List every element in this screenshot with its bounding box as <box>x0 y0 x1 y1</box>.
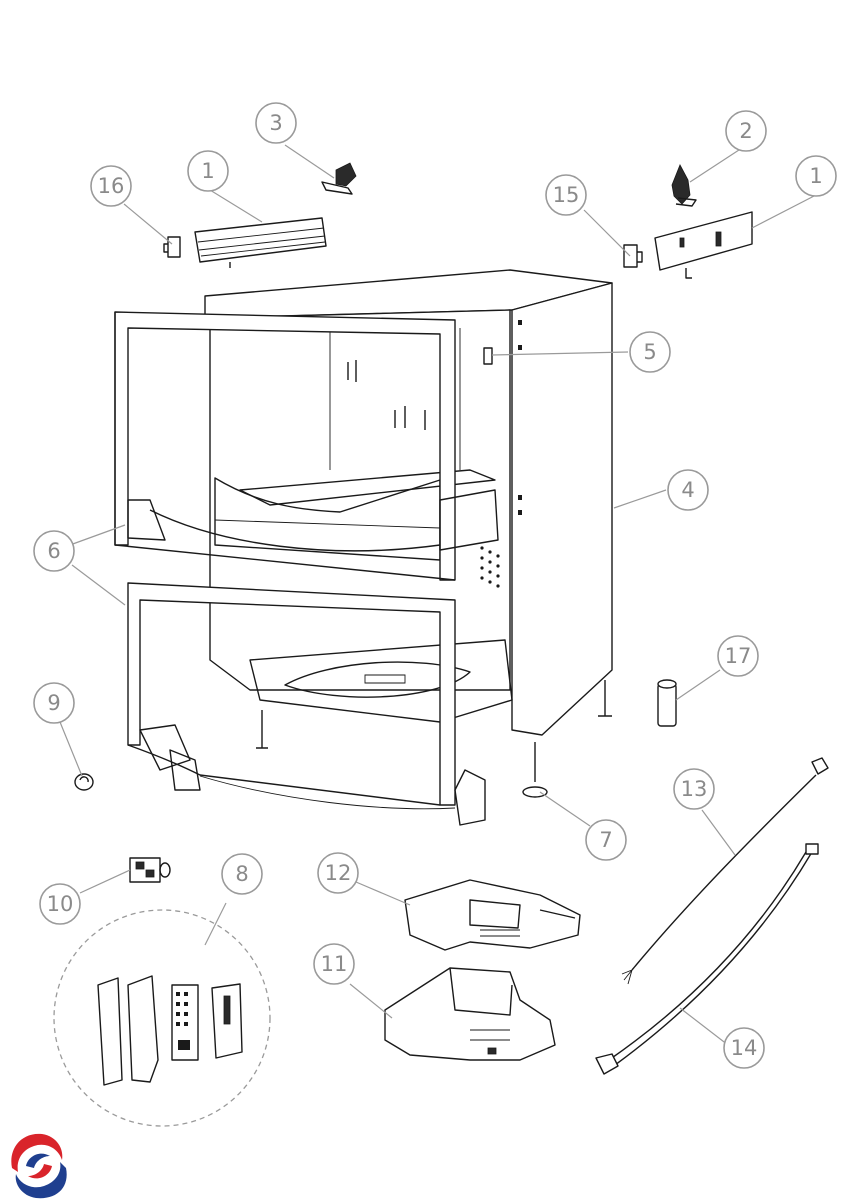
hinge-bracket-right <box>671 164 697 207</box>
callout-4: 4 <box>667 469 709 511</box>
cabinet-frame <box>204 269 613 749</box>
callout-8: 8 <box>221 853 263 895</box>
end-cap-left <box>163 236 181 258</box>
svg-text:17: 17 <box>725 644 752 668</box>
callout-5: 5 <box>629 331 671 373</box>
callout-3: 3 <box>255 102 297 144</box>
svg-text:10: 10 <box>47 892 74 916</box>
svg-text:1: 1 <box>809 164 822 188</box>
svg-text:1: 1 <box>201 159 214 183</box>
end-cap-right <box>623 244 643 268</box>
callout-13: 13 <box>673 768 715 810</box>
svg-text:15: 15 <box>553 183 580 207</box>
callout-1a: 1 <box>187 150 229 192</box>
svg-text:12: 12 <box>325 861 352 885</box>
door-switch <box>129 857 171 883</box>
leveling-foot <box>522 742 548 798</box>
svg-text:7: 7 <box>599 828 612 852</box>
spacer-tube <box>657 679 677 727</box>
connector-clip <box>483 347 493 365</box>
callout-14: 14 <box>723 1027 765 1069</box>
upper-drawer-front-frame <box>114 311 499 581</box>
callout-2: 2 <box>725 110 767 152</box>
lower-drawer-front-frame <box>127 582 486 826</box>
hinge-bracket-left <box>321 162 357 195</box>
upper-rail-left <box>194 217 327 268</box>
drain-hose <box>595 843 819 1075</box>
callout-17: 17 <box>717 635 759 677</box>
svg-text:9: 9 <box>47 691 60 715</box>
svg-text:14: 14 <box>731 1036 758 1060</box>
callout-10: 10 <box>39 883 81 925</box>
svg-text:3: 3 <box>269 111 282 135</box>
brand-swirl-logo <box>11 1133 67 1199</box>
electronic-control-kit <box>53 909 271 1127</box>
callout-11: 11 <box>313 943 355 985</box>
svg-text:11: 11 <box>321 952 348 976</box>
upper-rail-right <box>654 211 753 279</box>
callout-6: 6 <box>33 530 75 572</box>
callout-16: 16 <box>90 165 132 207</box>
callout-1b: 1 <box>795 155 837 197</box>
svg-text:4: 4 <box>681 478 694 502</box>
svg-text:5: 5 <box>643 340 656 364</box>
power-cord <box>621 757 829 985</box>
svg-text:2: 2 <box>739 119 752 143</box>
control-housing-lower <box>384 967 556 1061</box>
svg-text:13: 13 <box>681 777 708 801</box>
callout-7: 7 <box>585 819 627 861</box>
svg-text:6: 6 <box>47 539 60 563</box>
callout-12: 12 <box>317 852 359 894</box>
callout-15: 15 <box>545 174 587 216</box>
hose-clamp <box>74 773 94 791</box>
leader-lines <box>59 144 817 1046</box>
callout-9: 9 <box>33 682 75 724</box>
svg-text:8: 8 <box>235 862 248 886</box>
svg-text:16: 16 <box>98 174 125 198</box>
control-housing-upper <box>404 879 581 951</box>
